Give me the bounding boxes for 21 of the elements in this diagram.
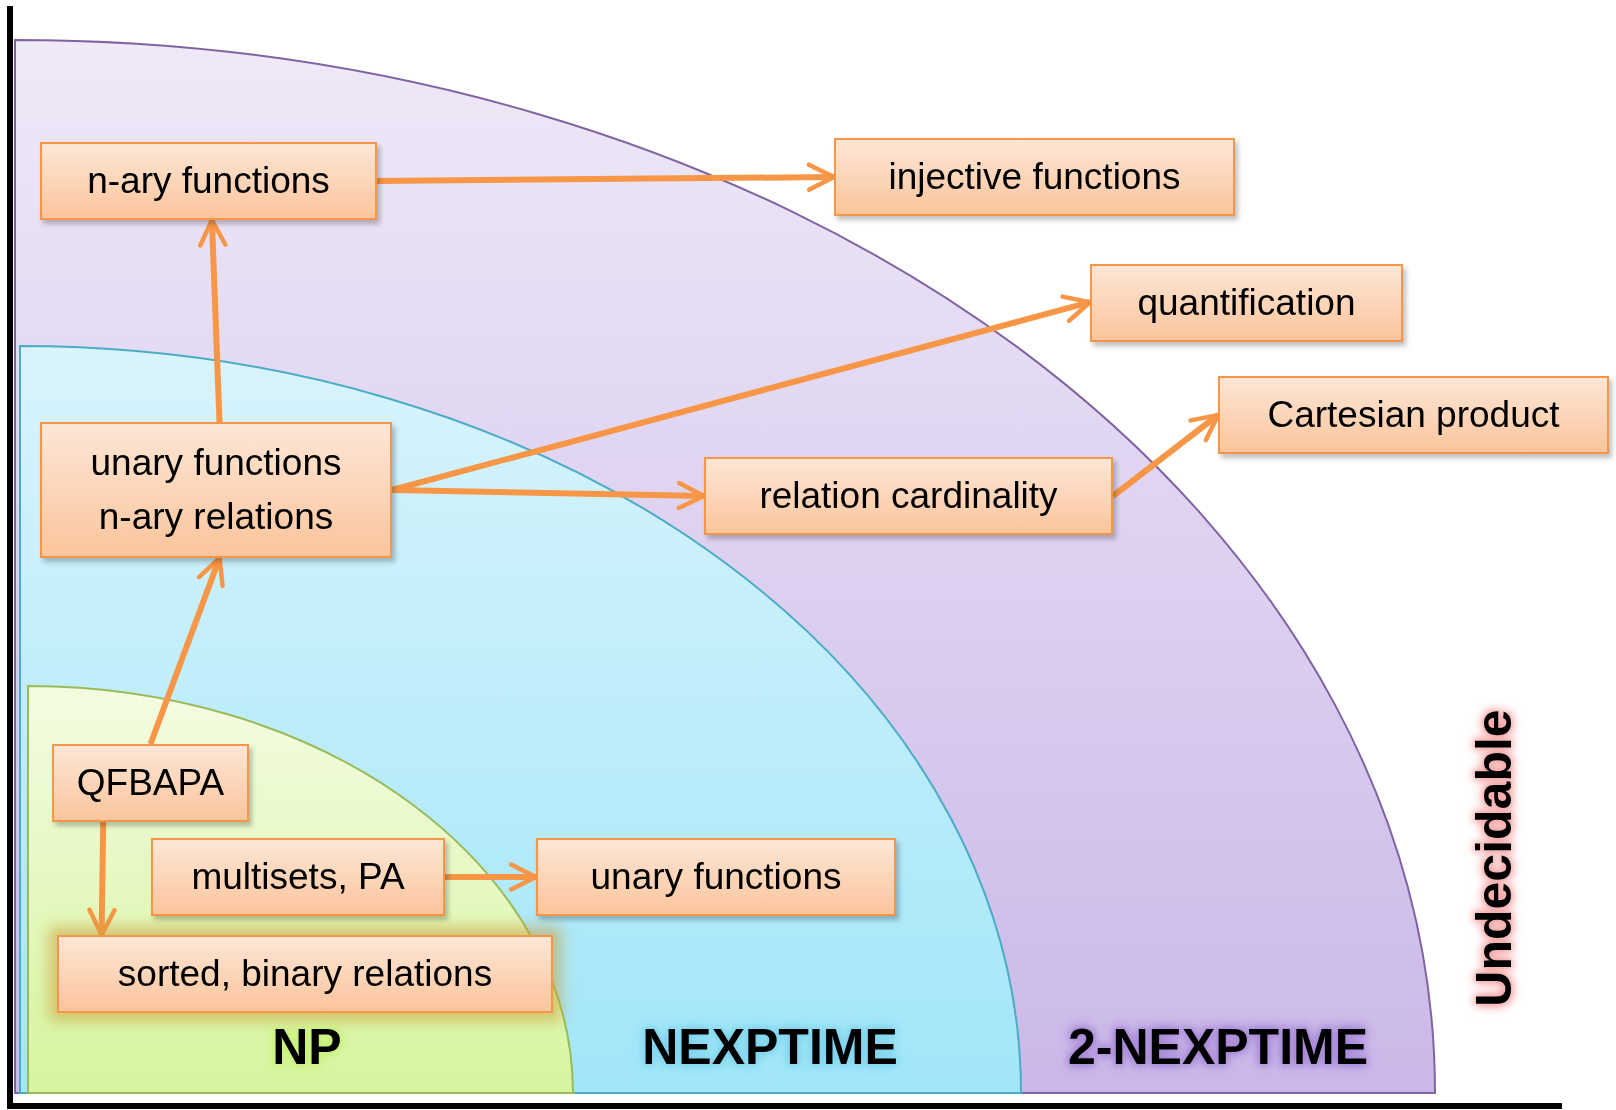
term-box: multisets, PA xyxy=(151,838,445,916)
term-box: QFBAPA xyxy=(52,744,249,822)
term-box: sorted, binary relations xyxy=(57,935,553,1013)
arrow xyxy=(198,217,228,423)
term-box: unary functions n-ary relations xyxy=(40,422,392,558)
term-box: relation cardinality xyxy=(704,457,1113,535)
arrow xyxy=(87,821,117,938)
term-box: injective functions xyxy=(834,138,1235,216)
arrow xyxy=(1111,412,1221,499)
term-box: n-ary functions xyxy=(40,142,377,220)
region-label: 2-NEXPTIME xyxy=(1067,1018,1369,1076)
term-box: quantification xyxy=(1090,264,1403,342)
region-label: NEXPTIME xyxy=(642,1018,898,1076)
arrow xyxy=(376,162,837,192)
term-box: Cartesian product xyxy=(1218,376,1609,454)
arrow xyxy=(445,862,539,892)
region-label: NP xyxy=(272,1018,342,1076)
region-label: Undecidable xyxy=(1465,709,1523,1007)
term-box: unary functions xyxy=(536,838,896,916)
arrow xyxy=(391,480,707,511)
arrow xyxy=(147,555,225,746)
